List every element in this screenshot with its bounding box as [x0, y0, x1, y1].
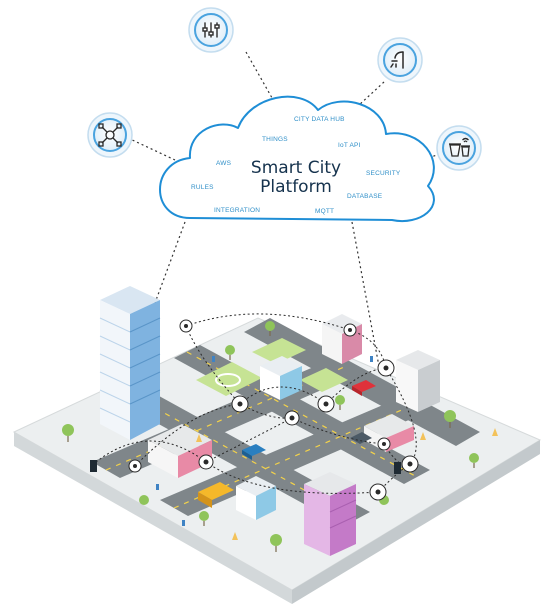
park-roundabout [215, 373, 241, 387]
keyword-security: SECURITY [366, 170, 401, 177]
sensor-controls-icon [188, 7, 234, 53]
small-house [236, 476, 276, 520]
mid-building [260, 356, 302, 400]
sensor-node-centers [133, 324, 413, 495]
pedestrians [156, 356, 373, 526]
parks [196, 338, 348, 396]
keyword-iot-api: IoT API [338, 142, 361, 149]
trees [62, 321, 498, 552]
keyword-integration: INTEGRATION [214, 207, 260, 214]
keyword-mqtt: MQTT [315, 208, 334, 215]
cloud-title-line1: Smart City [251, 158, 341, 178]
street-lamp-icon [377, 37, 423, 83]
gateway-right [394, 462, 401, 474]
cloud-shape [159, 95, 435, 223]
red-car [352, 380, 376, 396]
keyword-database: DATABASE [347, 193, 383, 200]
cloud-title-line2: Platform [260, 177, 332, 197]
right-building [396, 350, 440, 412]
tall-office-tower [99, 286, 161, 440]
smart-waste-bin-icon [436, 125, 482, 171]
corner-building [322, 314, 362, 364]
keyword-rules: RULES [191, 184, 214, 191]
pink-shop [148, 424, 212, 478]
purple-building [304, 472, 357, 556]
yellow-bus [198, 482, 234, 508]
keyword-aws: AWS [216, 160, 232, 167]
dark-car [350, 432, 372, 444]
network-hub-icon [87, 112, 133, 158]
keyword-things: THINGS [262, 136, 288, 143]
keyword-city-data-hub: CITY DATA HUB [294, 116, 345, 123]
gateway-devices [90, 460, 401, 474]
gateway-left [90, 460, 97, 472]
blue-car [242, 444, 266, 460]
